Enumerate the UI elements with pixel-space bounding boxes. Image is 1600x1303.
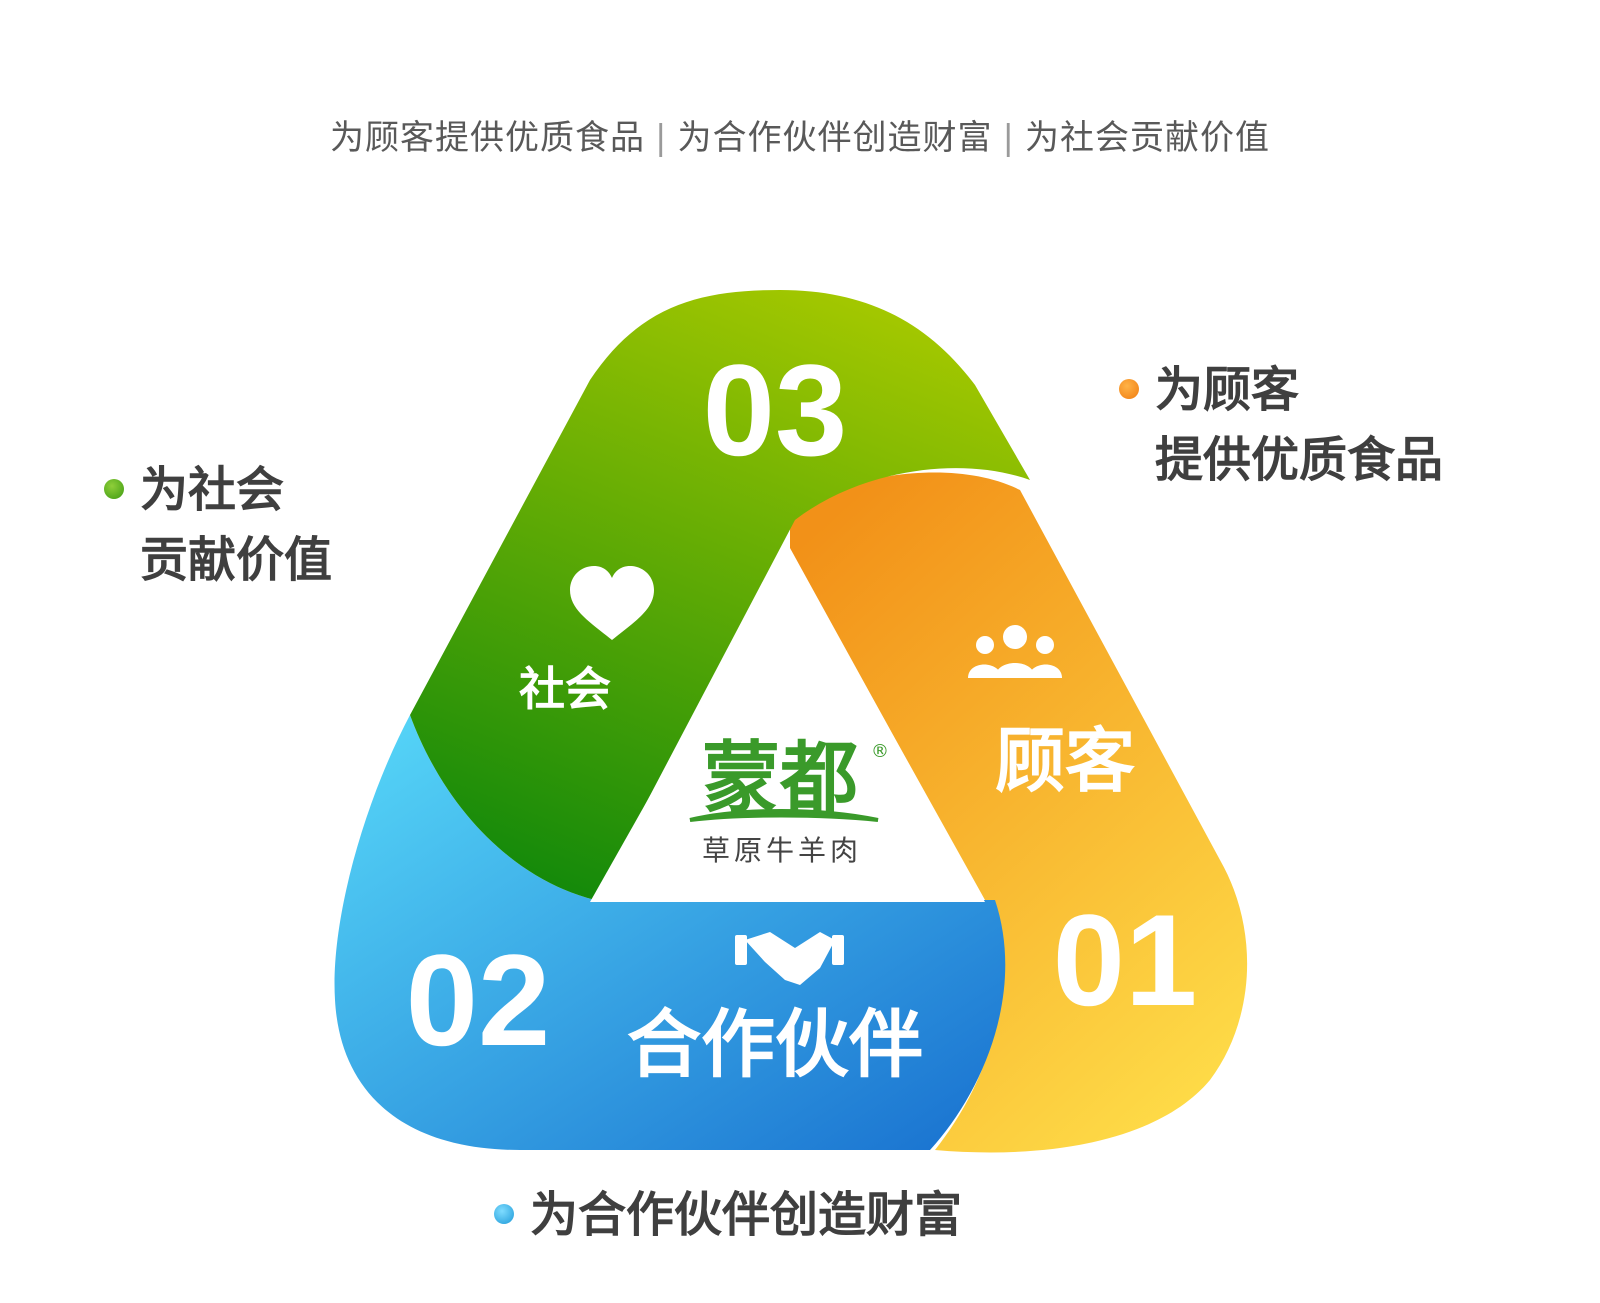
customer-segment (790, 472, 1248, 1153)
segment-number-03: 03 (703, 337, 848, 483)
customer-label: 顾客 (995, 720, 1135, 802)
segment-number-01: 01 (1053, 887, 1198, 1033)
logo-subtitle: 草原牛羊肉 (702, 834, 862, 867)
blue-dot-icon (494, 1204, 514, 1224)
heart-icon (570, 566, 654, 640)
segment-number-02: 02 (406, 927, 551, 1073)
logo-registered-mark: ® (871, 741, 889, 762)
callout-society-line1: 为社会 (140, 462, 285, 518)
partner-segment (334, 715, 1006, 1150)
callout-customer: 为顾客 提供优质食品 (1119, 355, 1444, 495)
center-triangle (590, 548, 985, 902)
handshake-icon (735, 932, 844, 985)
logo-grass-swoosh (689, 809, 879, 822)
tagline-customer: 为顾客提供优质食品 (330, 118, 646, 158)
callout-customer-line2: 提供优质食品 (1155, 432, 1444, 488)
people-icon (968, 625, 1062, 678)
orange-dot-icon (1119, 379, 1139, 399)
tagline-separator: | (1002, 118, 1015, 158)
callout-partner: 为合作伙伴创造财富 (494, 1180, 963, 1250)
tagline-society: 为社会贡献价值 (1024, 118, 1270, 158)
logo-brand-name: 蒙都 (702, 733, 858, 824)
society-segment (410, 290, 1030, 900)
tagline-separator: | (655, 118, 668, 158)
tagline: 为顾客提供优质食品|为合作伙伴创造财富|为社会贡献价值 (0, 110, 1600, 159)
partner-label: 合作伙伴 (627, 1002, 923, 1088)
callout-partner-line1: 为合作伙伴创造财富 (530, 1187, 963, 1243)
callout-society: 为社会 贡献价值 (104, 455, 333, 595)
society-label: 社会 (519, 662, 611, 716)
tagline-partner: 为合作伙伴创造财富 (677, 118, 993, 158)
brand-logo: 蒙都 ® 草原牛羊肉 (689, 733, 889, 867)
callout-customer-line1: 为顾客 (1155, 362, 1300, 418)
green-dot-icon (104, 479, 124, 499)
callout-society-line2: 贡献价值 (140, 532, 333, 588)
